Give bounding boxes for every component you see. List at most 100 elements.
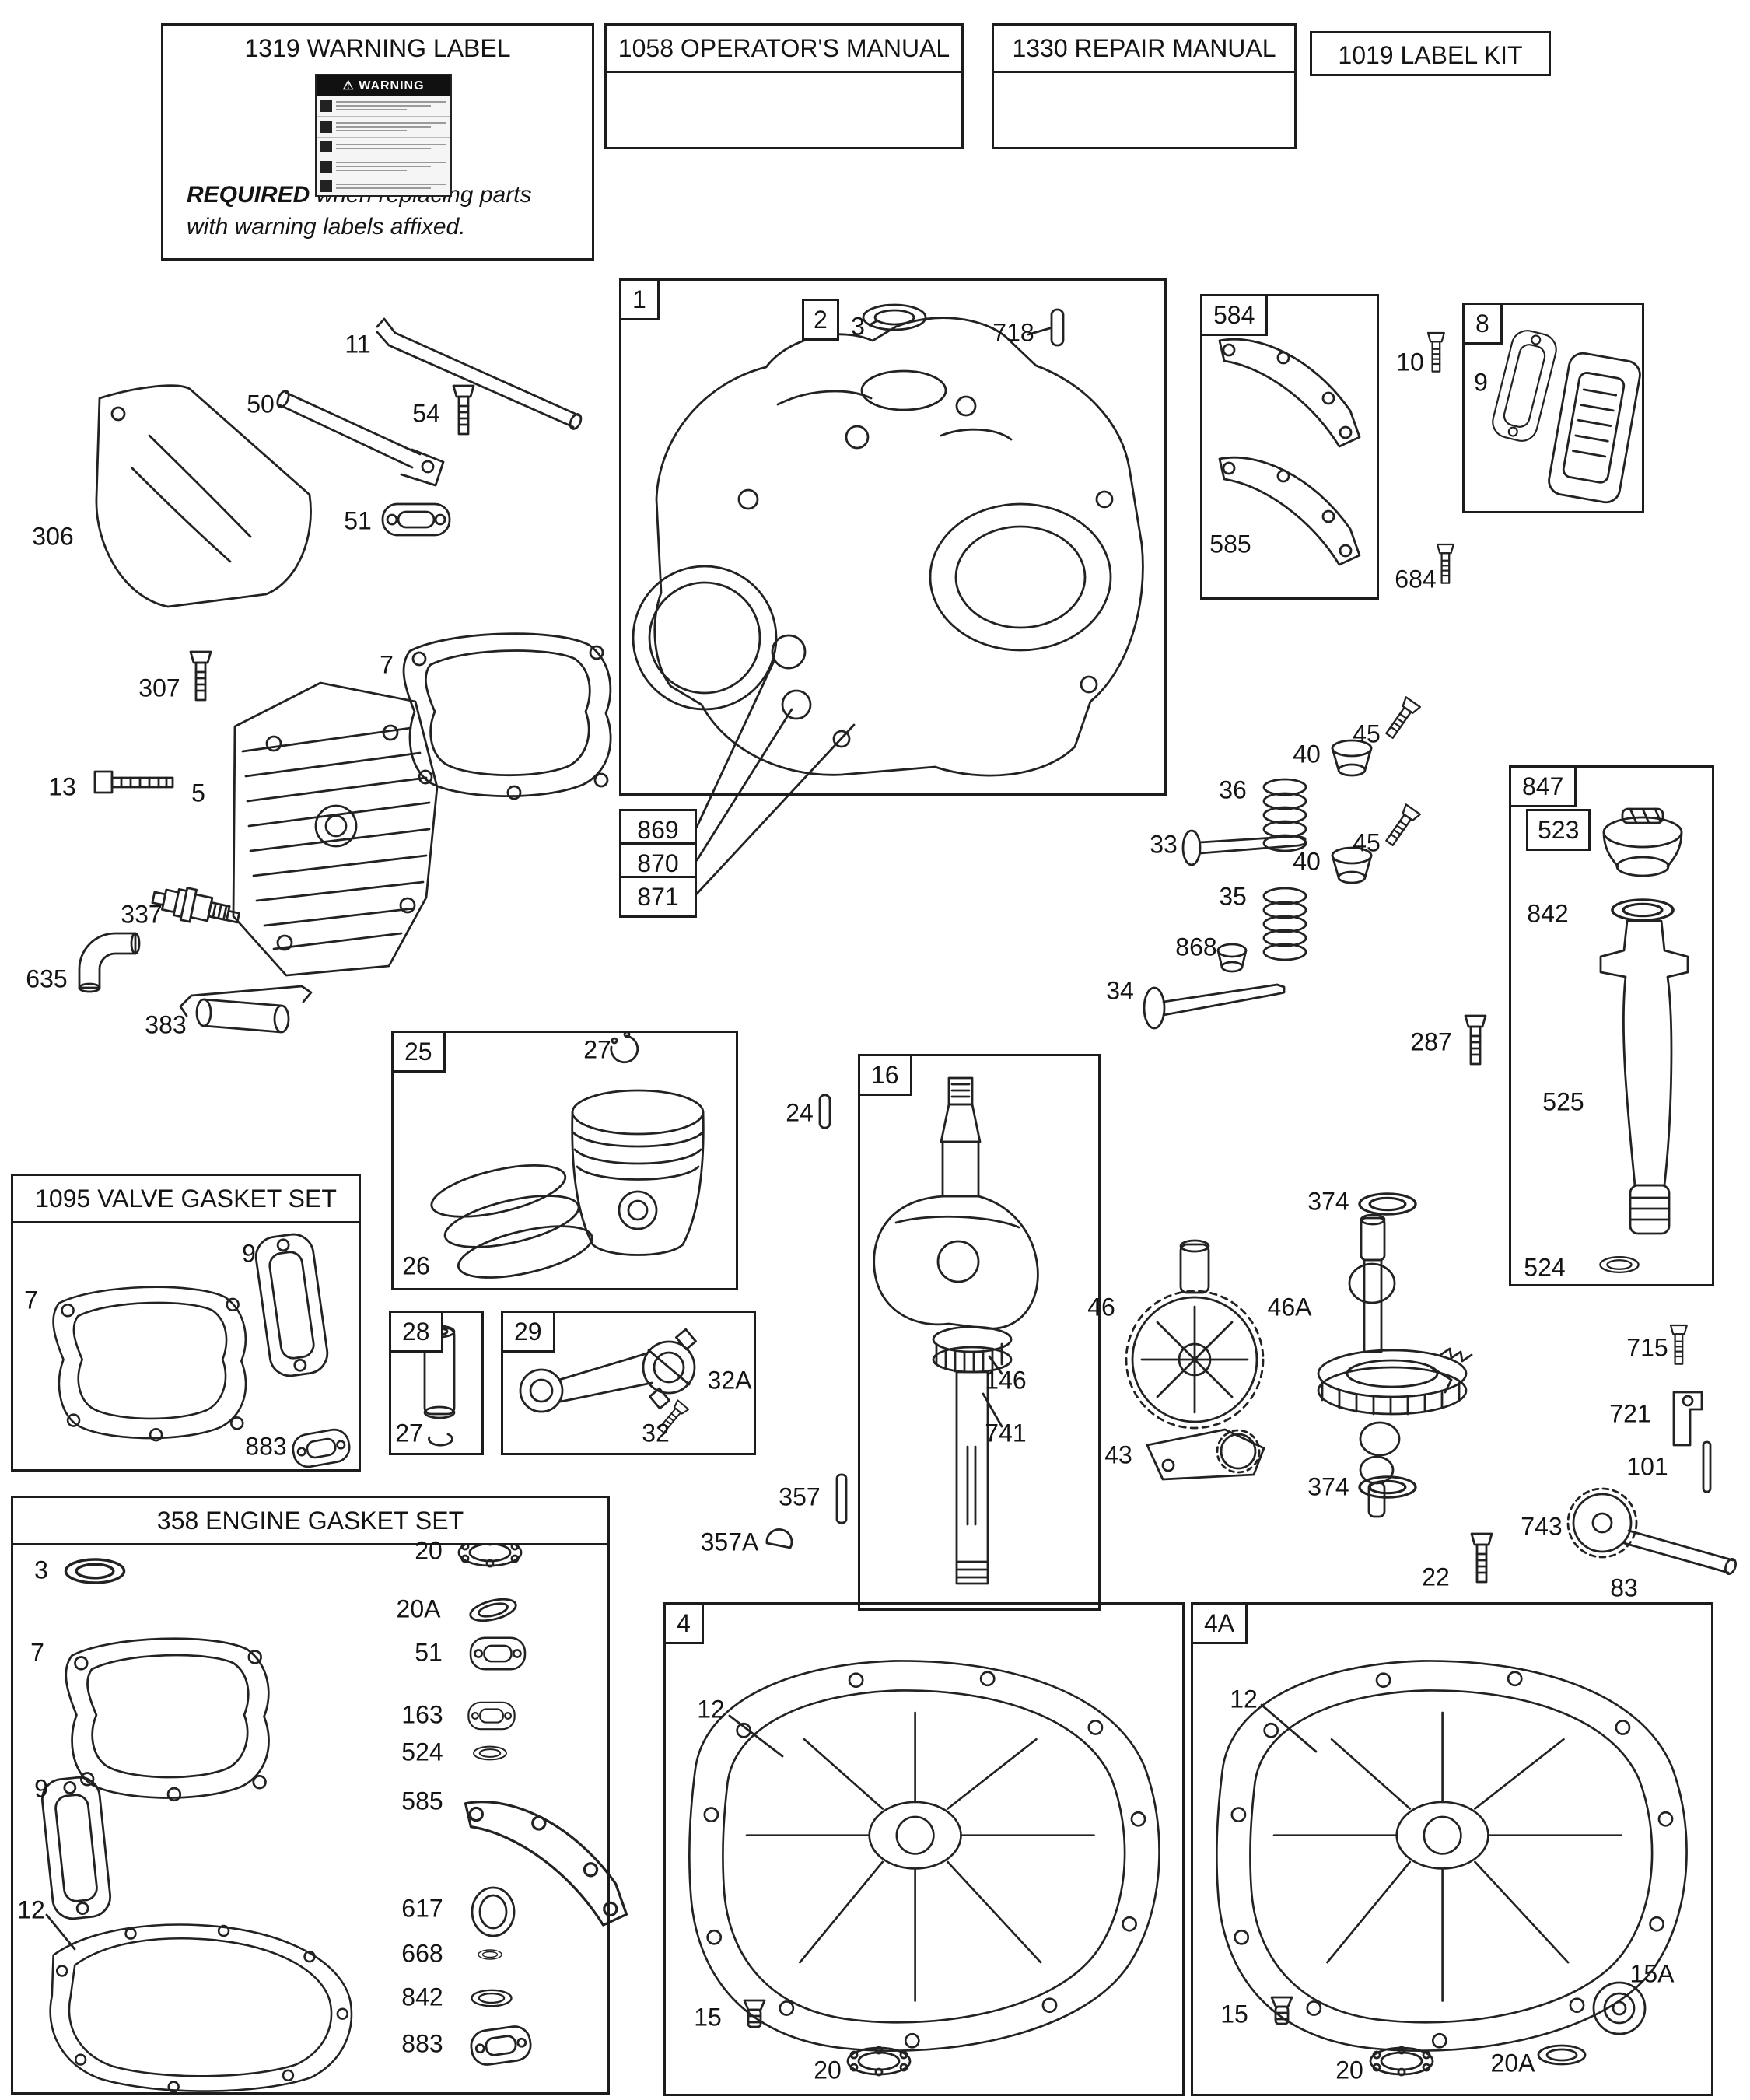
- heat-shield-drawing: [95, 384, 312, 608]
- part-label-146: 146: [985, 1366, 1027, 1395]
- part-label-46A: 46A: [1267, 1293, 1312, 1321]
- governor-shaft-parts-drawing: [1470, 1324, 1737, 1584]
- part-label-357A: 357A: [700, 1528, 759, 1556]
- part-label-287: 287: [1410, 1027, 1452, 1056]
- engine-gasket-set-title: 358 ENGINE GASKET SET: [13, 1498, 607, 1546]
- part-label-585: 585: [401, 1787, 443, 1815]
- engine-gasket-set-drawing: [39, 1537, 628, 2093]
- group-label-4a: 4A: [1191, 1602, 1248, 1644]
- part-label-46: 46: [1087, 1293, 1115, 1321]
- operators-manual-box: 1058 OPERATOR'S MANUAL: [604, 23, 964, 149]
- part-label-15: 15: [1220, 2000, 1248, 2028]
- group-label-29: 29: [501, 1311, 555, 1353]
- part-label-3: 3: [851, 312, 865, 341]
- part-label-33: 33: [1150, 830, 1178, 859]
- cam-gear-drawing: [1125, 1239, 1265, 1430]
- part-label-27: 27: [583, 1035, 611, 1064]
- part-label-101: 101: [1626, 1452, 1668, 1481]
- part-label-715: 715: [1626, 1333, 1668, 1362]
- hazard-pictogram-icon: [320, 100, 332, 112]
- part-label-20A: 20A: [396, 1594, 441, 1623]
- warning-label-row: [317, 177, 450, 195]
- hazard-pictogram-icon: [320, 121, 332, 133]
- valve-gasket-set-box: 1095 VALVE GASKET SET: [11, 1174, 361, 1472]
- valve-train-drawing: [1143, 696, 1421, 1030]
- part-label-9: 9: [242, 1239, 256, 1268]
- part-label-51: 51: [344, 506, 372, 535]
- group-label-25: 25: [391, 1031, 446, 1073]
- part-label-9: 9: [1474, 368, 1488, 397]
- part-label-883: 883: [401, 2029, 443, 2058]
- group-box-4a: 4A: [1191, 1602, 1713, 2096]
- part-label-7: 7: [30, 1638, 44, 1667]
- part-label-11: 11: [345, 330, 371, 359]
- part-label-50: 50: [247, 390, 275, 418]
- group-box-29: 29: [501, 1311, 756, 1455]
- part-label-12: 12: [1230, 1685, 1258, 1713]
- crankshaft-keys-drawing: [765, 1473, 848, 1549]
- warning-label-header: ⚠ WARNING: [317, 75, 450, 96]
- muffler-group-drawing: [1426, 326, 1641, 584]
- part-label-26: 26: [402, 1251, 430, 1280]
- dowel-pin-718-drawing: [1027, 308, 1065, 347]
- part-label-842: 842: [1527, 899, 1569, 928]
- part-label-51: 51: [415, 1638, 443, 1667]
- part-label-718: 718: [992, 318, 1034, 347]
- part-label-27: 27: [395, 1419, 423, 1447]
- part-label-524: 524: [401, 1738, 443, 1766]
- sump-alt-drawing: [1215, 1660, 1688, 2077]
- part-label-43: 43: [1104, 1440, 1132, 1469]
- part-label-34: 34: [1106, 976, 1134, 1005]
- part-label-306: 306: [32, 522, 74, 551]
- part-label-383: 383: [145, 1010, 187, 1039]
- breather-tube-drawing: [276, 390, 445, 487]
- group-box-847: 847: [1509, 765, 1714, 1286]
- part-label-32: 32: [642, 1419, 670, 1447]
- part-label-15A: 15A: [1629, 1959, 1675, 1988]
- hazard-pictogram-icon: [320, 160, 332, 173]
- part-label-374: 374: [1307, 1187, 1349, 1216]
- part-label-20A: 20A: [1490, 2049, 1535, 2077]
- part-label-9: 9: [34, 1774, 48, 1803]
- warning-label-kit-title: 1319 WARNING LABEL: [244, 34, 511, 62]
- callout-523: 523: [1526, 809, 1591, 851]
- part-label-635: 635: [26, 964, 68, 993]
- part-label-36: 36: [1219, 775, 1247, 804]
- hazard-pictogram-icon: [320, 141, 332, 152]
- part-label-585: 585: [1209, 530, 1251, 558]
- callout-871: 871: [619, 876, 697, 918]
- part-label-7: 7: [380, 650, 394, 679]
- part-label-22: 22: [1422, 1563, 1450, 1591]
- bolt-13-drawing: [93, 770, 174, 794]
- group-label-28: 28: [389, 1311, 443, 1353]
- part-label-741: 741: [985, 1419, 1027, 1447]
- part-label-721: 721: [1609, 1399, 1651, 1428]
- group-label-16: 16: [858, 1054, 912, 1096]
- part-label-5: 5: [191, 779, 205, 807]
- callout-leader-lines: [695, 658, 856, 895]
- part-label-163: 163: [401, 1700, 443, 1729]
- required-bold: REQUIRED: [187, 182, 310, 208]
- part-label-357: 357: [779, 1482, 821, 1511]
- part-label-35: 35: [1219, 882, 1247, 911]
- group-box-584: 584: [1200, 294, 1379, 600]
- part-label-842: 842: [401, 1983, 443, 2011]
- callout-2: 2: [802, 299, 839, 341]
- group-label-847: 847: [1509, 765, 1577, 807]
- cylinder-head-drawing: [232, 681, 439, 977]
- group-label-584: 584: [1200, 294, 1269, 336]
- part-label-32A: 32A: [707, 1366, 752, 1395]
- part-label-374: 374: [1307, 1472, 1349, 1501]
- group-box-28: 28: [389, 1311, 484, 1455]
- part-label-617: 617: [401, 1894, 443, 1923]
- camshaft-drawing: [1317, 1213, 1473, 1518]
- engine-gasket-set-box: 358 ENGINE GASKET SET: [11, 1496, 610, 2095]
- part-label-337: 337: [121, 900, 163, 929]
- label-kit-box: 1019 LABEL KIT: [1310, 31, 1551, 76]
- part-label-524: 524: [1524, 1253, 1566, 1282]
- group-label-1: 1: [619, 278, 660, 320]
- part-label-13: 13: [48, 772, 76, 801]
- group-box-4: 4: [663, 1602, 1185, 2096]
